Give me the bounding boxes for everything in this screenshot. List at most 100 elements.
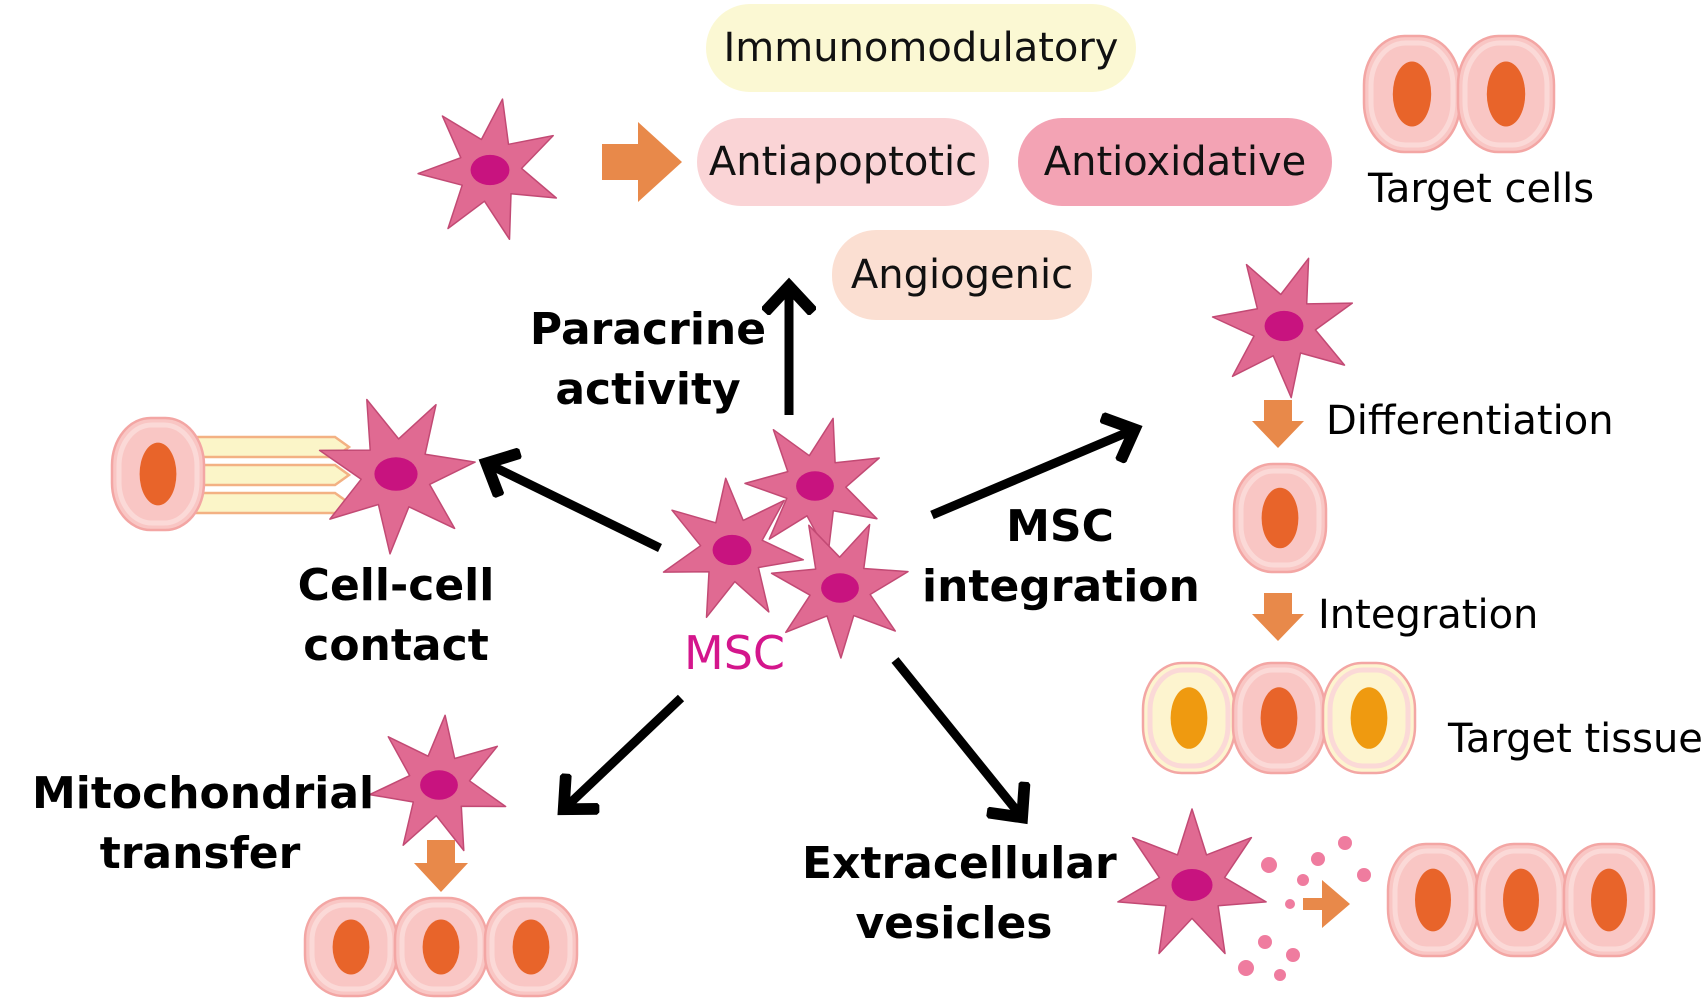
msc-cell-mitochondrial xyxy=(368,714,507,852)
label-cell-contact-line2: contact xyxy=(303,620,489,671)
cell-nucleus xyxy=(422,919,460,975)
cell-nucleus xyxy=(1261,487,1299,549)
paracrine-orange-arrow xyxy=(602,122,682,202)
small-down-arrows xyxy=(414,400,1304,892)
differentiated-cell xyxy=(1232,462,1328,574)
cell-nucleus xyxy=(1350,687,1388,749)
target-cell xyxy=(1456,34,1556,154)
target-cell xyxy=(393,896,489,998)
label-mito-line1: Mitochondrial xyxy=(32,768,375,819)
tissue-cell xyxy=(1231,661,1327,775)
cell-nucleus xyxy=(332,919,370,975)
down-arrow-integration xyxy=(1252,593,1304,641)
msc-cell-contact xyxy=(318,398,476,555)
junction-bars xyxy=(194,435,352,515)
msc-cells xyxy=(318,98,1354,955)
ev-orange-arrow xyxy=(1303,880,1350,928)
msc-cell-differentiation xyxy=(1211,257,1354,399)
label-msc: MSC xyxy=(684,626,786,680)
label-msc-integration-line2: integration xyxy=(922,561,1200,612)
label-extracellular-vesicles: Extracellular vesicles xyxy=(802,834,1117,954)
arrow-cell-contact xyxy=(488,464,662,553)
msc-nucleus xyxy=(420,770,458,800)
cell-inner-ring xyxy=(1368,40,1456,148)
arrow-extracellular xyxy=(891,657,1021,816)
cell-nucleus xyxy=(1170,687,1208,749)
label-target-cells: Target cells xyxy=(1368,166,1595,212)
pill-antiapoptotic: Antiapoptotic xyxy=(697,118,989,206)
vesicle xyxy=(1311,852,1325,866)
pill-angiogenic: Angiogenic xyxy=(832,230,1092,320)
label-paracrine-activity: Paracrine activity xyxy=(528,300,768,420)
vesicle-dots xyxy=(1238,836,1371,981)
target-cell xyxy=(483,896,579,998)
vesicle xyxy=(1286,948,1300,962)
label-differentiation: Differentiation xyxy=(1326,398,1614,444)
msc-cell-extracellular xyxy=(1117,808,1267,955)
vesicle xyxy=(1285,899,1295,909)
label-paracrine-line2: activity xyxy=(555,364,741,415)
cell-nucleus xyxy=(1486,61,1526,127)
down-arrow-mitochondrial xyxy=(414,840,468,892)
target-cell-groups xyxy=(110,34,1656,998)
target-cell xyxy=(1562,842,1656,958)
ev-recipient-cells xyxy=(1386,842,1656,958)
cell-inner-ring xyxy=(1237,667,1321,769)
cell-nucleus xyxy=(1591,868,1627,932)
target-cells-top-right xyxy=(1362,34,1556,154)
mitochondrial-recipient-cells xyxy=(303,896,579,998)
label-ev-line1: Extracellular xyxy=(802,838,1117,889)
cell-inner-ring xyxy=(399,902,483,992)
cell-inner-ring xyxy=(116,422,200,526)
msc-nucleus xyxy=(1171,869,1213,901)
msc-cell-center-left xyxy=(662,477,805,619)
junction-bar xyxy=(194,491,352,515)
cell-nucleus xyxy=(1392,61,1432,127)
down-arrow-differentiation xyxy=(1252,400,1304,448)
vesicle xyxy=(1258,935,1272,949)
msc-nucleus xyxy=(712,534,752,566)
label-cell-contact-line1: Cell-cell xyxy=(297,560,495,611)
msc-cell-center-right xyxy=(770,523,909,659)
target-cell xyxy=(1232,462,1328,574)
target-cell xyxy=(303,896,399,998)
cell-inner-ring xyxy=(1392,848,1474,952)
msc-cell-center-top xyxy=(744,417,880,556)
label-mito-line2: transfer xyxy=(99,828,301,879)
cell-inner-ring xyxy=(1238,468,1322,568)
msc-nucleus xyxy=(1264,310,1304,342)
junction-bar xyxy=(194,463,352,487)
pill-immunomodulatory: Immunomodulatory xyxy=(706,4,1136,92)
vesicle xyxy=(1261,857,1277,873)
main-arrows xyxy=(488,288,1133,816)
cell-inner-ring xyxy=(489,902,573,992)
vesicle xyxy=(1274,969,1286,981)
label-msc-integration: MSC integration xyxy=(922,497,1200,617)
cell-nucleus xyxy=(139,442,177,506)
arrow-msc-integration xyxy=(930,430,1133,520)
label-paracrine-line1: Paracrine xyxy=(529,304,767,355)
cell-nucleus xyxy=(1415,868,1451,932)
label-cell-cell-contact: Cell-cell contact xyxy=(286,556,506,676)
msc-nucleus xyxy=(821,573,859,603)
target-cell-contact xyxy=(110,416,206,532)
vesicle xyxy=(1238,960,1254,976)
vesicle xyxy=(1357,868,1371,882)
tissue-cell xyxy=(1321,661,1417,775)
cell-nucleus xyxy=(512,919,550,975)
label-ev-line2: vesicles xyxy=(855,898,1053,949)
cell-inner-ring xyxy=(1568,848,1650,952)
pill-antioxidative: Antioxidative xyxy=(1018,118,1332,206)
target-cell xyxy=(1474,842,1568,958)
target-tissue-cells xyxy=(1141,661,1417,775)
msc-nucleus xyxy=(374,457,418,491)
msc-nucleus xyxy=(470,154,510,186)
target-cell xyxy=(1362,34,1462,154)
label-msc-integration-line1: MSC xyxy=(1006,501,1114,552)
msc-nucleus xyxy=(796,471,834,501)
cell-inner-ring xyxy=(1147,667,1231,769)
cell-inner-ring xyxy=(1480,848,1562,952)
label-target-tissue: Target tissue xyxy=(1448,716,1702,762)
cell-inner-ring xyxy=(309,902,393,992)
